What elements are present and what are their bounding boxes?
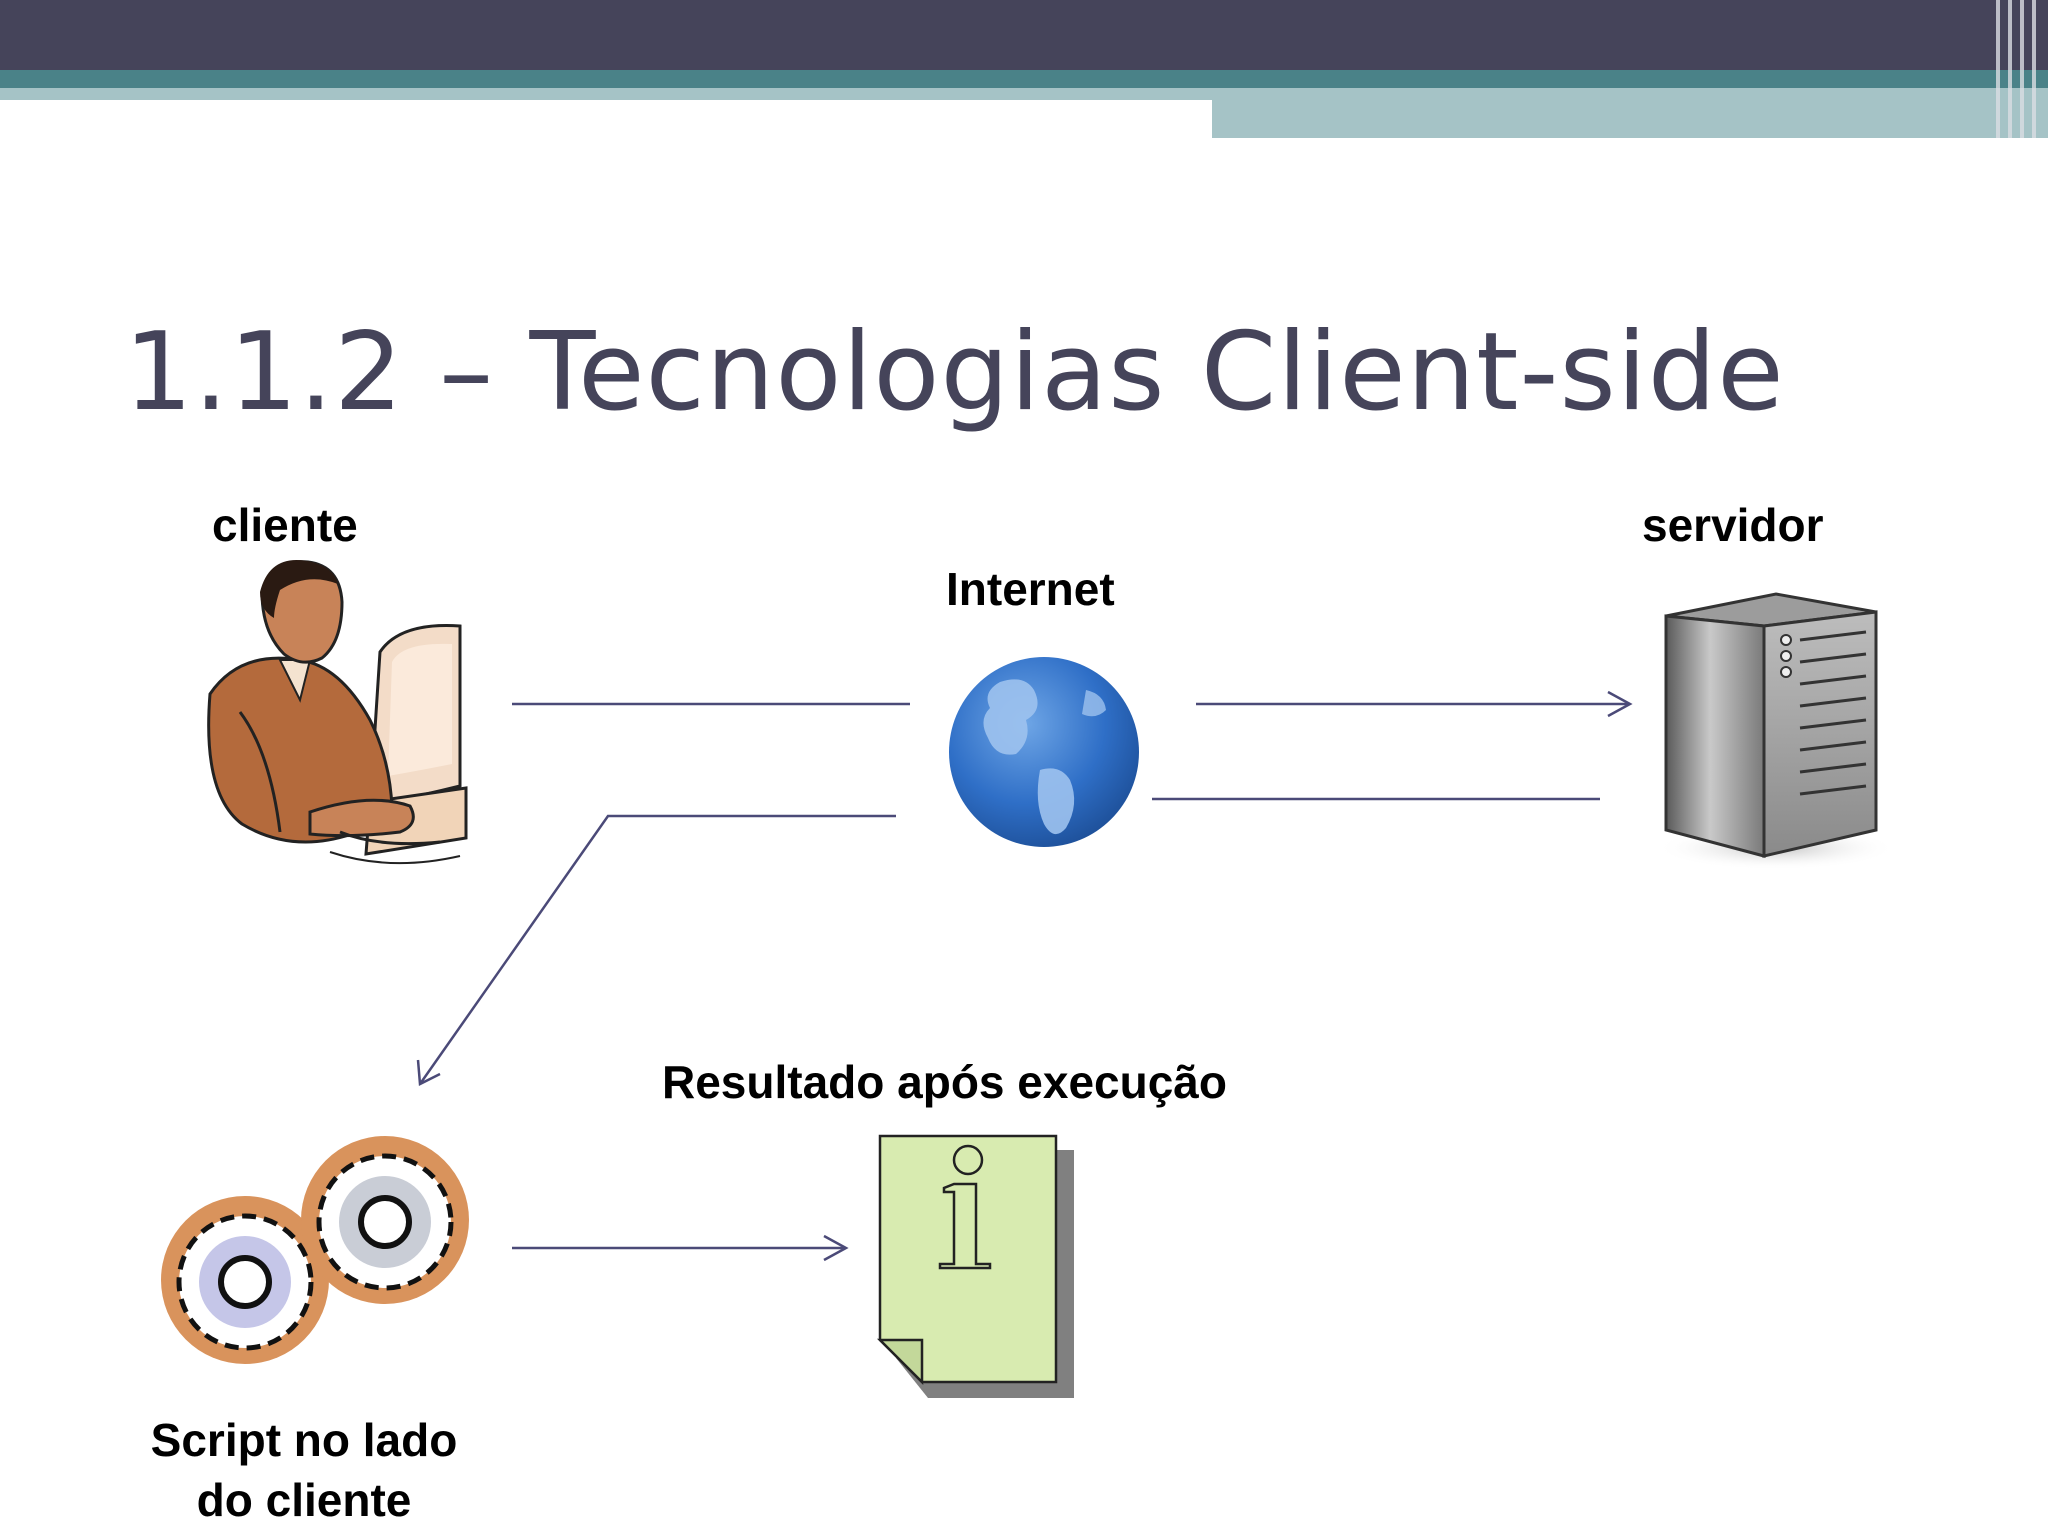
globe-icon (949, 657, 1139, 847)
connector-lines (416, 690, 1633, 1262)
header-edge-strips (1988, 0, 2048, 138)
script-label-line1: Script no lado (150, 1414, 458, 1466)
gears-icon (150, 1136, 470, 1380)
slide-title: 1.1.2 – Tecnologias Client-side (124, 310, 1785, 435)
person-at-computer-icon (207, 560, 468, 865)
header-band-teal (0, 70, 2048, 88)
internet-label: Internet (946, 563, 1115, 615)
info-document-icon (876, 1134, 1074, 1398)
arrow-internet-to-script (416, 814, 896, 1086)
script-label: Script no lado do cliente (104, 1410, 504, 1530)
header-band-light-right (1212, 88, 2048, 138)
client-label: cliente (212, 499, 358, 551)
header-band-dark (0, 0, 2048, 70)
result-label: Resultado após execução (662, 1056, 1227, 1108)
script-label-line2: do cliente (196, 1474, 412, 1526)
arrow-internet-to-server (1196, 690, 1633, 718)
server-tower-icon (1656, 592, 1896, 870)
arrow-script-to-result (512, 1234, 849, 1262)
header-band-light-left (0, 88, 1212, 100)
server-label: servidor (1642, 499, 1824, 551)
